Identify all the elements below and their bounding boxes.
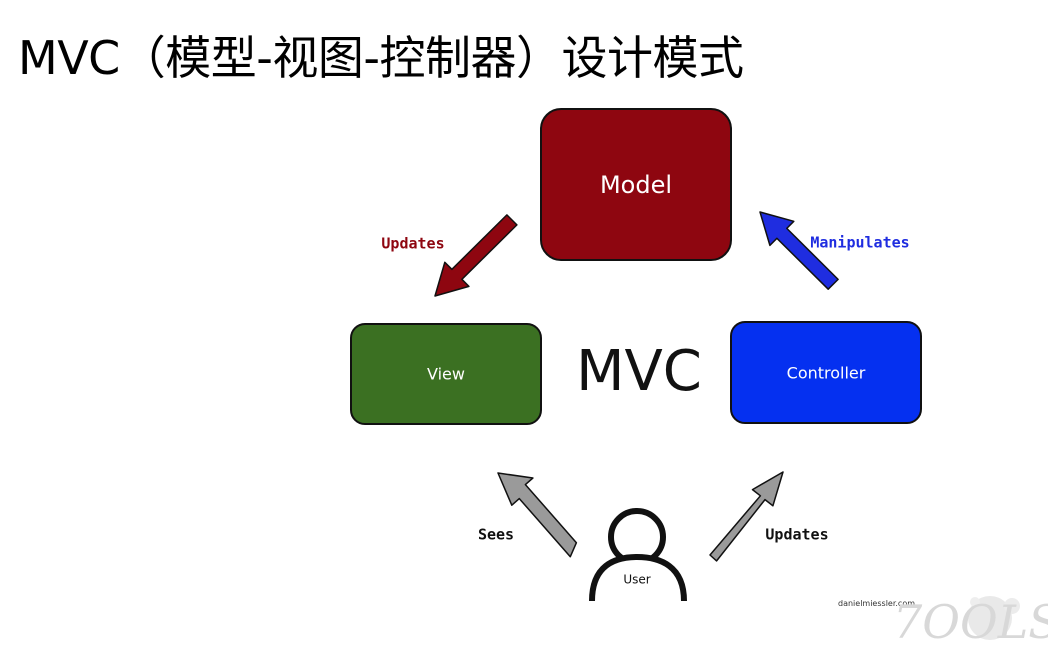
page-title: MVC（模型-视图-控制器）设计模式	[18, 31, 744, 85]
controller-box	[730, 321, 922, 424]
arrow-controller-to-model	[759, 211, 839, 290]
view-label: View	[427, 365, 465, 384]
view-box	[350, 323, 542, 425]
model-box	[540, 108, 732, 261]
watermark-logo: 7OOLS	[893, 595, 1048, 649]
model-label: Model	[600, 171, 672, 199]
arrow-model-to-view	[434, 214, 518, 297]
arrow-user-to-controller	[709, 471, 784, 562]
user-icon	[589, 508, 687, 602]
watermark-text: 7OOLS	[893, 595, 1048, 649]
edge-label-updates-user: Updates	[765, 526, 828, 544]
center-mvc-label: MVC	[576, 339, 702, 404]
edge-label-updates-model: Updates	[381, 235, 444, 253]
controller-label: Controller	[787, 364, 866, 383]
credit-text: danielmiessler.com	[838, 599, 915, 608]
edge-label-manipulates: Manipulates	[810, 234, 909, 252]
user-label: User	[623, 573, 650, 587]
edge-label-sees: Sees	[478, 526, 514, 544]
arrow-user-to-view	[497, 472, 578, 558]
